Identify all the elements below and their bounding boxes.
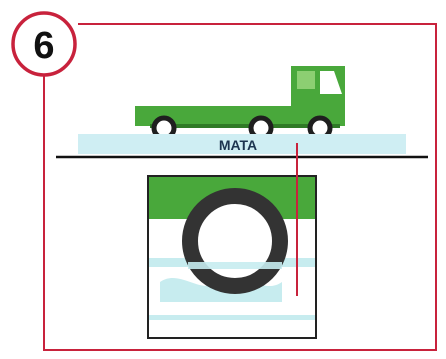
cross-section-water-bottom <box>149 315 315 320</box>
truck <box>135 66 345 138</box>
truck-cab-rear-window <box>297 71 315 89</box>
tire-cross-section-icon <box>188 196 282 286</box>
cross-section <box>148 176 316 338</box>
mat-label: MATA <box>219 137 257 153</box>
tire-water-overlay <box>188 262 282 269</box>
tire-ring <box>190 196 280 286</box>
step-number: 6 <box>33 25 54 67</box>
step-badge: 6 <box>13 13 75 75</box>
